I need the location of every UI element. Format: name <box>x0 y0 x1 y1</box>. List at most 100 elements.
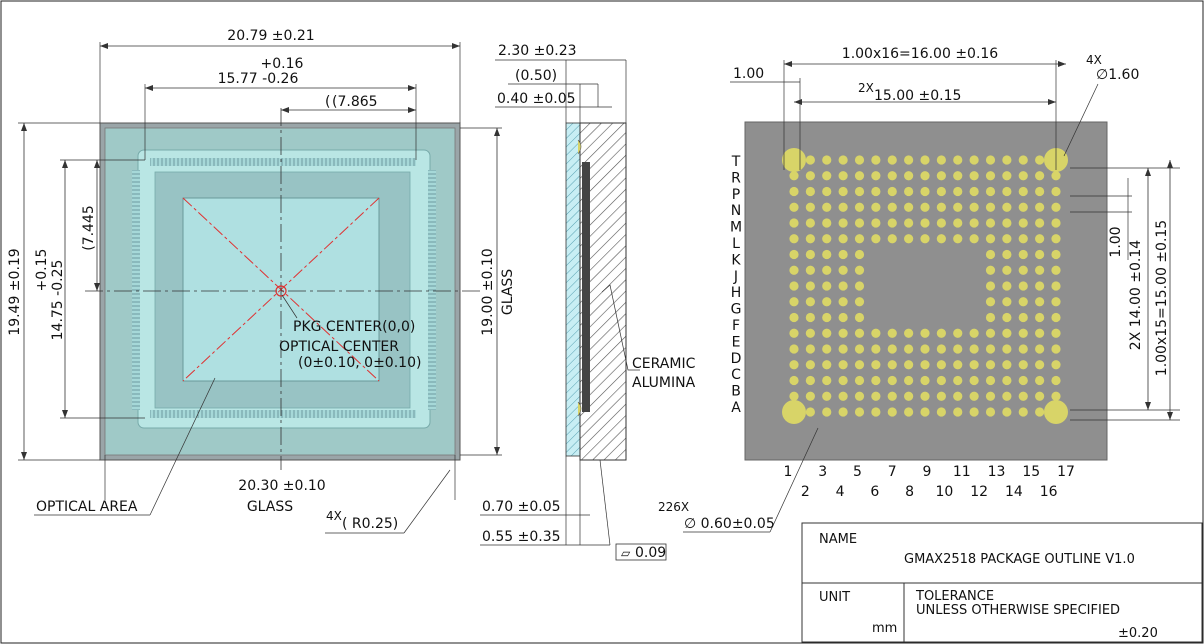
solder-ball <box>936 360 946 370</box>
solder-ball <box>1051 249 1061 260</box>
solder-ball <box>904 234 914 244</box>
solder-ball <box>1051 312 1061 323</box>
solder-ball <box>871 234 881 244</box>
flatness-value: 0.09 <box>635 545 666 561</box>
solder-ball <box>887 375 897 386</box>
solder-ball <box>1051 186 1061 197</box>
solder-ball <box>936 391 946 401</box>
solder-ball <box>1002 249 1012 260</box>
bond-pads-top <box>150 158 416 166</box>
solder-ball <box>1035 155 1045 165</box>
column-label: 3 <box>818 464 827 480</box>
optical-width-dim: 15.77 -0.26 <box>218 71 299 87</box>
solder-ball <box>953 407 963 417</box>
solder-ball <box>805 281 815 291</box>
solder-ball <box>969 234 979 244</box>
solder-ball <box>1035 186 1045 197</box>
solder-ball <box>953 155 963 165</box>
solder-ball <box>1035 360 1045 370</box>
solder-ball <box>936 407 946 417</box>
solder-ball <box>789 265 799 275</box>
solder-ball <box>822 360 832 370</box>
solder-ball <box>805 155 815 165</box>
solder-ball <box>936 328 946 338</box>
solder-ball <box>1018 218 1028 228</box>
solder-ball <box>854 281 865 291</box>
solder-ball <box>822 234 832 244</box>
solder-ball <box>838 281 848 291</box>
column-label: 17 <box>1057 464 1075 480</box>
solder-ball <box>854 360 865 370</box>
solder-ball <box>805 360 815 370</box>
solder-ball <box>871 375 881 386</box>
solder-ball <box>805 375 815 386</box>
row-label: G <box>731 302 742 318</box>
solder-ball <box>822 391 832 401</box>
solder-ball <box>953 391 963 401</box>
solder-ball <box>1018 407 1028 417</box>
ball-dia-dim: ∅ 0.60±0.05 <box>684 516 775 532</box>
solder-ball <box>969 344 979 354</box>
solder-ball <box>1051 202 1061 212</box>
solder-ball <box>887 344 897 354</box>
glass-height-label: GLASS <box>500 269 516 315</box>
solder-ball <box>822 265 832 275</box>
solder-ball <box>1051 281 1061 291</box>
pitch-total-dim: 1.00x16=16.00 ±0.16 <box>842 46 999 62</box>
glass-width-dim: 20.30 ±0.10 <box>238 478 325 494</box>
solder-ball <box>985 344 996 354</box>
solder-ball <box>805 218 815 228</box>
solder-ball <box>904 202 914 212</box>
solder-ball <box>920 171 930 181</box>
solder-ball <box>887 407 897 417</box>
solder-ball <box>1018 171 1028 181</box>
solder-ball <box>969 171 979 181</box>
row-label: F <box>732 318 740 334</box>
solder-ball <box>854 312 865 323</box>
row-label: M <box>730 220 742 236</box>
column-label: 1 <box>784 464 793 480</box>
solder-ball <box>969 360 979 370</box>
row-label: E <box>732 334 741 350</box>
column-label: 16 <box>1040 484 1058 500</box>
solder-ball <box>871 218 881 228</box>
solder-ball <box>1002 297 1012 307</box>
solder-ball <box>1035 202 1045 212</box>
span-15-dim: 15.00 ±0.15 <box>874 88 961 104</box>
bond-pads-bottom <box>150 410 416 418</box>
solder-ball <box>1051 234 1061 244</box>
bottom-package <box>744 121 1108 461</box>
solder-ball <box>854 186 865 197</box>
alumina-label: ALUMINA <box>632 375 696 391</box>
column-label: 14 <box>1005 484 1023 500</box>
solder-ball <box>1018 375 1028 386</box>
solder-ball <box>822 297 832 307</box>
solder-ball <box>904 360 914 370</box>
bond-pads-left <box>132 170 140 410</box>
big-ball-dim: ∅1.60 <box>1096 67 1139 83</box>
pitch-v-total-dim: 1.00x15=15.00 ±0.15 <box>1154 220 1170 376</box>
solder-ball <box>953 360 963 370</box>
solder-ball <box>1018 328 1028 338</box>
corner-qty: 4X <box>326 509 342 523</box>
solder-ball <box>854 344 865 354</box>
solder-ball <box>920 186 930 197</box>
solder-ball <box>838 312 848 323</box>
glass-width-label: GLASS <box>247 499 293 515</box>
solder-ball <box>854 391 865 401</box>
title-block: NAME GMAX2518 PACKAGE OUTLINE V1.0 UNIT … <box>801 522 1203 643</box>
solder-ball <box>985 407 996 417</box>
solder-ball <box>985 234 996 244</box>
adhesive-bottom <box>577 401 582 417</box>
solder-ball <box>953 375 963 386</box>
glass-ref-dim: (0.50) <box>515 68 557 84</box>
solder-ball <box>1051 265 1061 275</box>
body-thickness-dim: 0.70 ±0.05 <box>482 499 561 515</box>
solder-ball <box>953 171 963 181</box>
solder-ball <box>936 155 946 165</box>
top-view: 20.79 ±0.21 +0.16 15.77 -0.26 (7.865 ( 1… <box>7 28 516 534</box>
solder-ball <box>854 328 865 338</box>
solder-ball <box>838 407 848 417</box>
solder-ball <box>985 171 996 181</box>
name-value: GMAX2518 PACKAGE OUTLINE V1.0 <box>904 552 1135 567</box>
